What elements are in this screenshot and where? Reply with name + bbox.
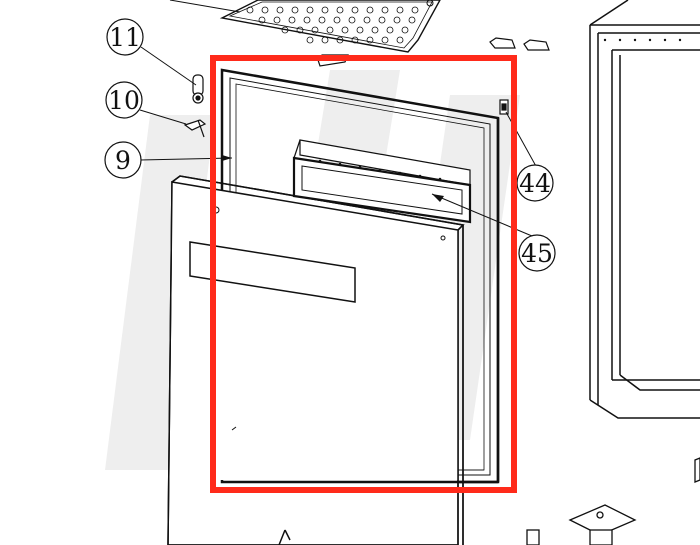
right-tab [694,457,700,483]
leader-top [169,0,241,13]
cabinet-frame [589,0,700,419]
svg-text:10: 10 [108,86,140,115]
small-screw-top [426,0,434,7]
bottom-foot [568,504,637,545]
callout-11: 11 [106,18,144,56]
part-10-screw [183,119,207,138]
arrowhead-9 [222,155,232,161]
part-44-pin [499,99,509,115]
arrow-bottom [278,529,291,545]
callout-45: 45 [518,234,556,272]
svg-text:44: 44 [519,169,551,198]
hinge-clips [489,37,550,51]
callout-9: 9 [104,141,142,179]
vent-grille [219,0,441,53]
mark-small [231,426,237,431]
arrowhead-45 [432,194,444,202]
svg-text:11: 11 [109,23,141,52]
svg-text:45: 45 [521,239,553,268]
svg-text:9: 9 [115,146,131,175]
callout-10: 10 [105,81,143,119]
part-11-knob [192,74,204,104]
callout-44: 44 [516,164,554,202]
door-shelf [292,139,472,224]
cabinet-dots [603,38,682,42]
bottom-clip [526,529,540,545]
highlight-box [210,55,517,493]
